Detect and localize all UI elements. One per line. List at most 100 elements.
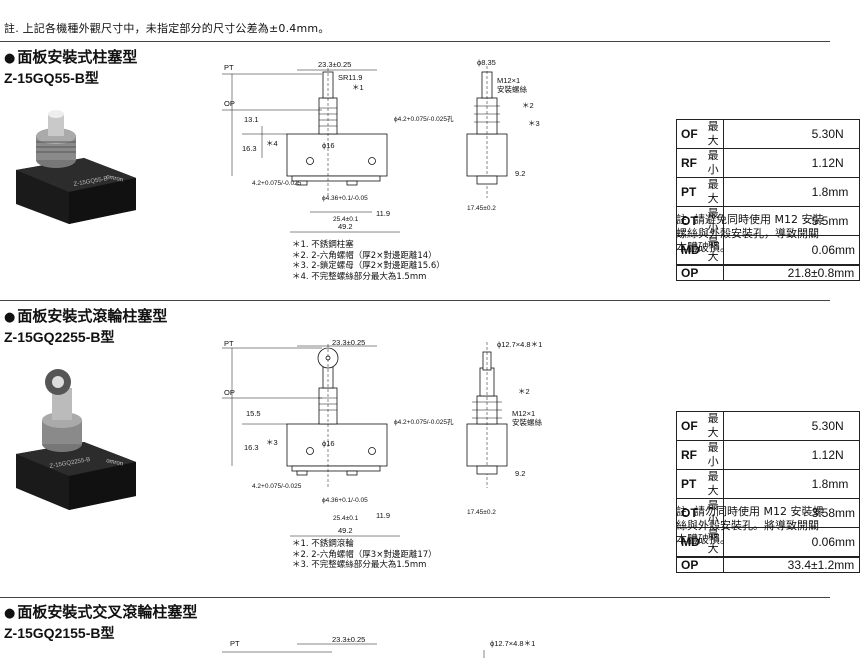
footnote: ＊3. 2-鎖定螺母（厚2×對邊距離15.6） xyxy=(292,261,445,271)
spec-qualifier: 最大 xyxy=(703,469,724,499)
phi-16: ϕ16 xyxy=(322,141,335,150)
dim-16-3: 16.3 xyxy=(242,144,257,153)
footnote: ＊1. 不銹鋼柱塞 xyxy=(292,240,354,250)
dim-11-9: 11.9 xyxy=(376,511,390,520)
top-note: 註. 上記各機種外觀尺寸中，未指定部分的尺寸公差為±0.4mm。 xyxy=(4,22,330,35)
spec-key: OF xyxy=(675,119,704,149)
model-number: Z-15GQ55-B型 xyxy=(4,70,99,86)
spec-value: 5.30N xyxy=(722,119,860,149)
label-pt: PT xyxy=(224,63,234,72)
dim-15-5: 15.5 xyxy=(246,409,261,418)
dim-23-3: 23.3±0.25 xyxy=(332,338,365,347)
footnote: ＊1. 不銹鋼滾輪 xyxy=(292,539,354,549)
dim-23-3: 23.3±0.25 xyxy=(318,60,351,69)
m12-desc: 安裝螺絲 xyxy=(497,84,527,94)
model-number: Z-15GQ2155-B型 xyxy=(4,625,115,641)
spec-value: 0.06mm xyxy=(722,235,860,266)
photo-label: Z-15GQ55-B xyxy=(73,176,108,188)
label-pt: PT xyxy=(230,639,240,648)
product-photo: Z-15GQ55-B omron xyxy=(16,110,136,224)
spec-qualifier: 最大 xyxy=(703,177,724,207)
model-number: Z-15GQ2255-B型 xyxy=(4,329,115,345)
side-top-label: ϕ12.7×4.8＊1 xyxy=(497,340,542,349)
footnote: ＊2. 2-六角螺帽（厚2×對邊距離14） xyxy=(292,250,437,261)
dim-49-2: 49.2 xyxy=(338,222,353,231)
spec-key: OF xyxy=(675,411,704,441)
side-top-label: ϕ12.7×4.8＊1 xyxy=(490,639,535,648)
label-sr: SR11.9 xyxy=(338,73,362,82)
spec-key: RF xyxy=(675,440,704,470)
m12-label: M12×1 xyxy=(512,409,535,418)
footnote: ＊2. 2-六角螺帽（厚3×對邊距離17） xyxy=(292,549,437,560)
mark-3: ＊3 xyxy=(528,119,540,128)
phi-16: ϕ16 xyxy=(322,439,335,448)
dim-4-2: 4.2+0.075/-0.025 xyxy=(252,180,302,187)
product-photo: Z-15GQ2255-B omron xyxy=(16,369,136,510)
spec-value: 5.30N xyxy=(722,411,860,441)
mark-2: ＊2 xyxy=(518,387,530,396)
spec-qualifier: 最大 xyxy=(703,411,724,441)
dim-4-2: 4.2+0.075/-0.025 xyxy=(252,483,302,490)
dim-49-2: 49.2 xyxy=(338,526,353,535)
spec-key: OP xyxy=(675,556,704,573)
bullet: ● xyxy=(4,310,16,325)
footnote: ＊3. 不完整螺絲部分最大為1.5mm xyxy=(292,560,427,570)
dimension-drawing: PT OP 15.5 16.3 ＊3 4.2+0.075/-0.025 23.3… xyxy=(222,338,542,516)
dim-16-3: 16.3 xyxy=(244,443,259,452)
spec-value: 33.4±1.2mm xyxy=(722,556,860,573)
spec-value: 21.8±0.8mm xyxy=(722,264,860,281)
spec-qualifier xyxy=(703,264,724,281)
section-title: ●面板安裝式交叉滾輪柱塞型 xyxy=(4,603,197,623)
bullet: ● xyxy=(4,606,16,621)
spec-note: 註. 請勿同時使用 M12 安裝螺絲與外殼安裝孔。將導致開關本體破損。 xyxy=(676,505,824,546)
mark-1: ＊1 xyxy=(352,83,364,92)
phi-4-36: ϕ4.36+0.1/-0.05 xyxy=(322,497,368,504)
spec-row: OP 33.4±1.2mm xyxy=(675,556,860,573)
spec-value: 1.12N xyxy=(722,148,860,178)
spec-value: 3.58mm xyxy=(722,498,860,528)
spec-value: 5.5mm xyxy=(722,206,860,236)
spec-qualifier: 最大 xyxy=(703,119,724,149)
label-op: OP xyxy=(224,99,235,108)
footnotes: ＊1. 不銹鋼柱塞 ＊2. 2-六角螺帽（厚2×對邊距離14） ＊3. 2-鎖定… xyxy=(292,240,445,282)
section-title-text: 面板安裝式滾輪柱塞型 xyxy=(17,307,168,325)
dim-9-2: 9.2 xyxy=(515,169,525,178)
spec-qualifier: 最小 xyxy=(703,440,724,470)
spec-row: OP 21.8±0.8mm xyxy=(675,264,860,281)
side-top-label: ϕ8.35 xyxy=(477,58,496,67)
dim-17-45: 17.45±0.2 xyxy=(467,205,496,212)
spec-note: 註. 請避免同時使用 M12 安裝螺絲與外殼安裝孔，導致開關本體破損。 xyxy=(676,213,824,254)
dim-25-4: 25.4±0.1 xyxy=(333,216,359,223)
dim-23-3: 23.3±0.25 xyxy=(332,635,365,644)
hole-label: ϕ4.2+0.075/-0.025孔 xyxy=(394,115,454,123)
dimension-drawing: PT 23.3±0.25 ϕ12.7×4.8＊1 xyxy=(222,635,535,658)
spec-key: RF xyxy=(675,148,704,178)
spec-key: OP xyxy=(675,264,704,281)
spec-key: PT xyxy=(675,469,704,499)
spec-key: OT xyxy=(675,498,704,528)
spec-qualifier xyxy=(703,556,724,573)
mark-2: ＊2 xyxy=(522,101,534,110)
footnotes: ＊1. 不銹鋼滾輪 ＊2. 2-六角螺帽（厚3×對邊距離17） ＊3. 不完整螺… xyxy=(292,539,437,571)
spec-value: 1.8mm xyxy=(722,177,860,207)
m12-desc: 安裝螺絲 xyxy=(512,417,542,427)
dimension-drawing-bottom: 25.4±0.1 11.9 49.2 xyxy=(290,511,400,537)
spec-value: 0.06mm xyxy=(722,527,860,558)
label-op: OP xyxy=(224,388,235,397)
divider xyxy=(0,300,830,301)
section-title: ●面板安裝式柱塞型 xyxy=(4,48,137,68)
photo-brand: omron xyxy=(106,174,124,183)
phi-4-36: ϕ4.36+0.1/-0.05 xyxy=(322,195,368,202)
dim-17-45: 17.45±0.2 xyxy=(467,509,496,516)
spec-qualifier: 最小 xyxy=(703,148,724,178)
hole-label: ϕ4.2+0.075/-0.025孔 xyxy=(394,418,454,426)
section-title-text: 面板安裝式交叉滾輪柱塞型 xyxy=(17,603,198,621)
